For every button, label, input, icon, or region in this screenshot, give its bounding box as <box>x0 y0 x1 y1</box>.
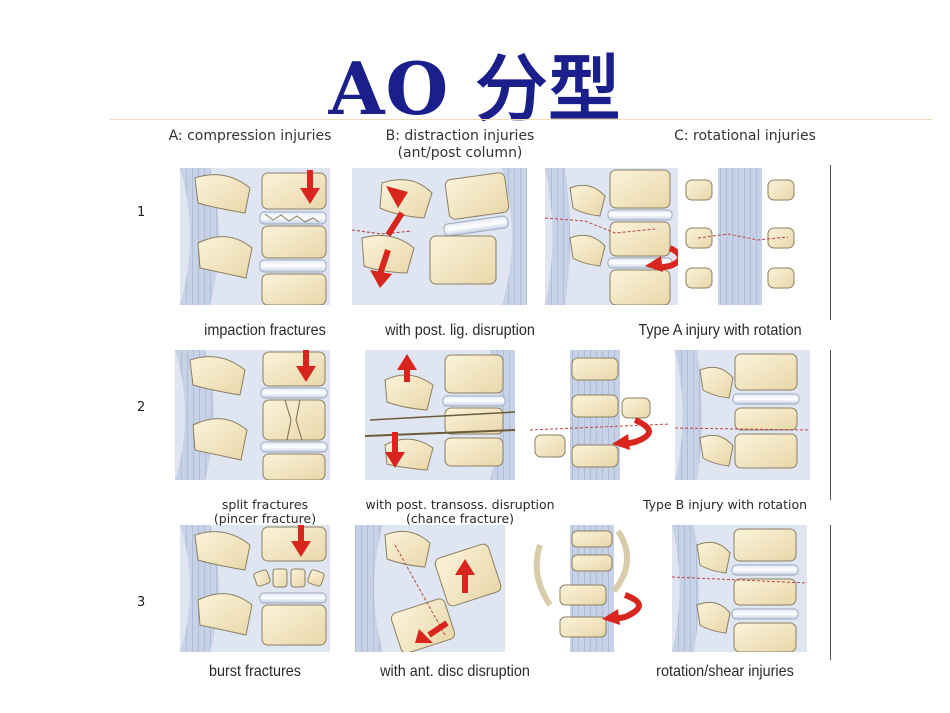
row-number-3: 3 <box>137 595 146 610</box>
page-title: AO 分型 <box>328 46 622 131</box>
column-header-b-line1: B: distraction injuries <box>385 128 535 144</box>
separator-line-row3 <box>830 525 831 660</box>
row-number-2: 2 <box>137 400 146 415</box>
diagram-c3-rotation-shear-oblique <box>530 525 665 652</box>
column-header-a: A: compression injuries <box>168 128 332 144</box>
diagram-a1-impaction <box>180 168 330 305</box>
caption-post-lig-disruption: with post. lig. disruption <box>385 322 535 339</box>
diagram-c2-type-b-rotation-frontal <box>530 350 670 480</box>
caption-chance-fracture: with post. transoss. disruption (chance … <box>355 498 565 526</box>
separator-line-row1 <box>830 165 831 320</box>
caption-type-b-rotation: Type B injury with rotation <box>642 497 808 512</box>
caption-rotation-shear: rotation/shear injuries <box>656 663 794 680</box>
column-header-b-line2: (ant/post column) <box>397 145 523 161</box>
diagram-a3-burst <box>180 525 330 652</box>
caption-type-a-rotation: Type A injury with rotation <box>638 322 802 339</box>
caption-split-fractures-line2: (pincer fracture) <box>213 511 317 526</box>
diagram-c1-type-a-rotation-frontal <box>678 168 803 305</box>
diagram-b1-post-lig-disruption <box>352 168 527 305</box>
caption-burst-fractures: burst fractures <box>208 663 302 680</box>
caption-chance-fracture-line2: (chance fracture) <box>405 511 515 526</box>
caption-chance-fracture-line1: with post. transoss. disruption <box>365 497 555 512</box>
column-header-c: C: rotational injuries <box>674 128 816 144</box>
caption-split-fractures: split fractures (pincer fracture) <box>190 498 340 526</box>
diagram-b3-ant-disc-disruption <box>355 525 505 652</box>
row-number-1: 1 <box>137 205 146 220</box>
caption-split-fractures-line1: split fractures <box>221 497 309 512</box>
diagram-c1-type-a-rotation-lateral <box>545 168 690 305</box>
separator-line-row2 <box>830 350 831 500</box>
caption-impaction-fractures: impaction fractures <box>204 322 326 339</box>
column-header-b: B: distraction injuries (ant/post column… <box>370 128 550 162</box>
diagram-c2-type-b-rotation-lateral <box>675 350 810 480</box>
diagram-b2-chance <box>365 350 515 480</box>
diagram-c3-rotation-shear-lateral <box>672 525 807 652</box>
diagram-a2-split <box>175 350 330 480</box>
title-divider <box>110 119 932 120</box>
caption-ant-disc-disruption: with ant. disc disruption <box>380 663 530 680</box>
